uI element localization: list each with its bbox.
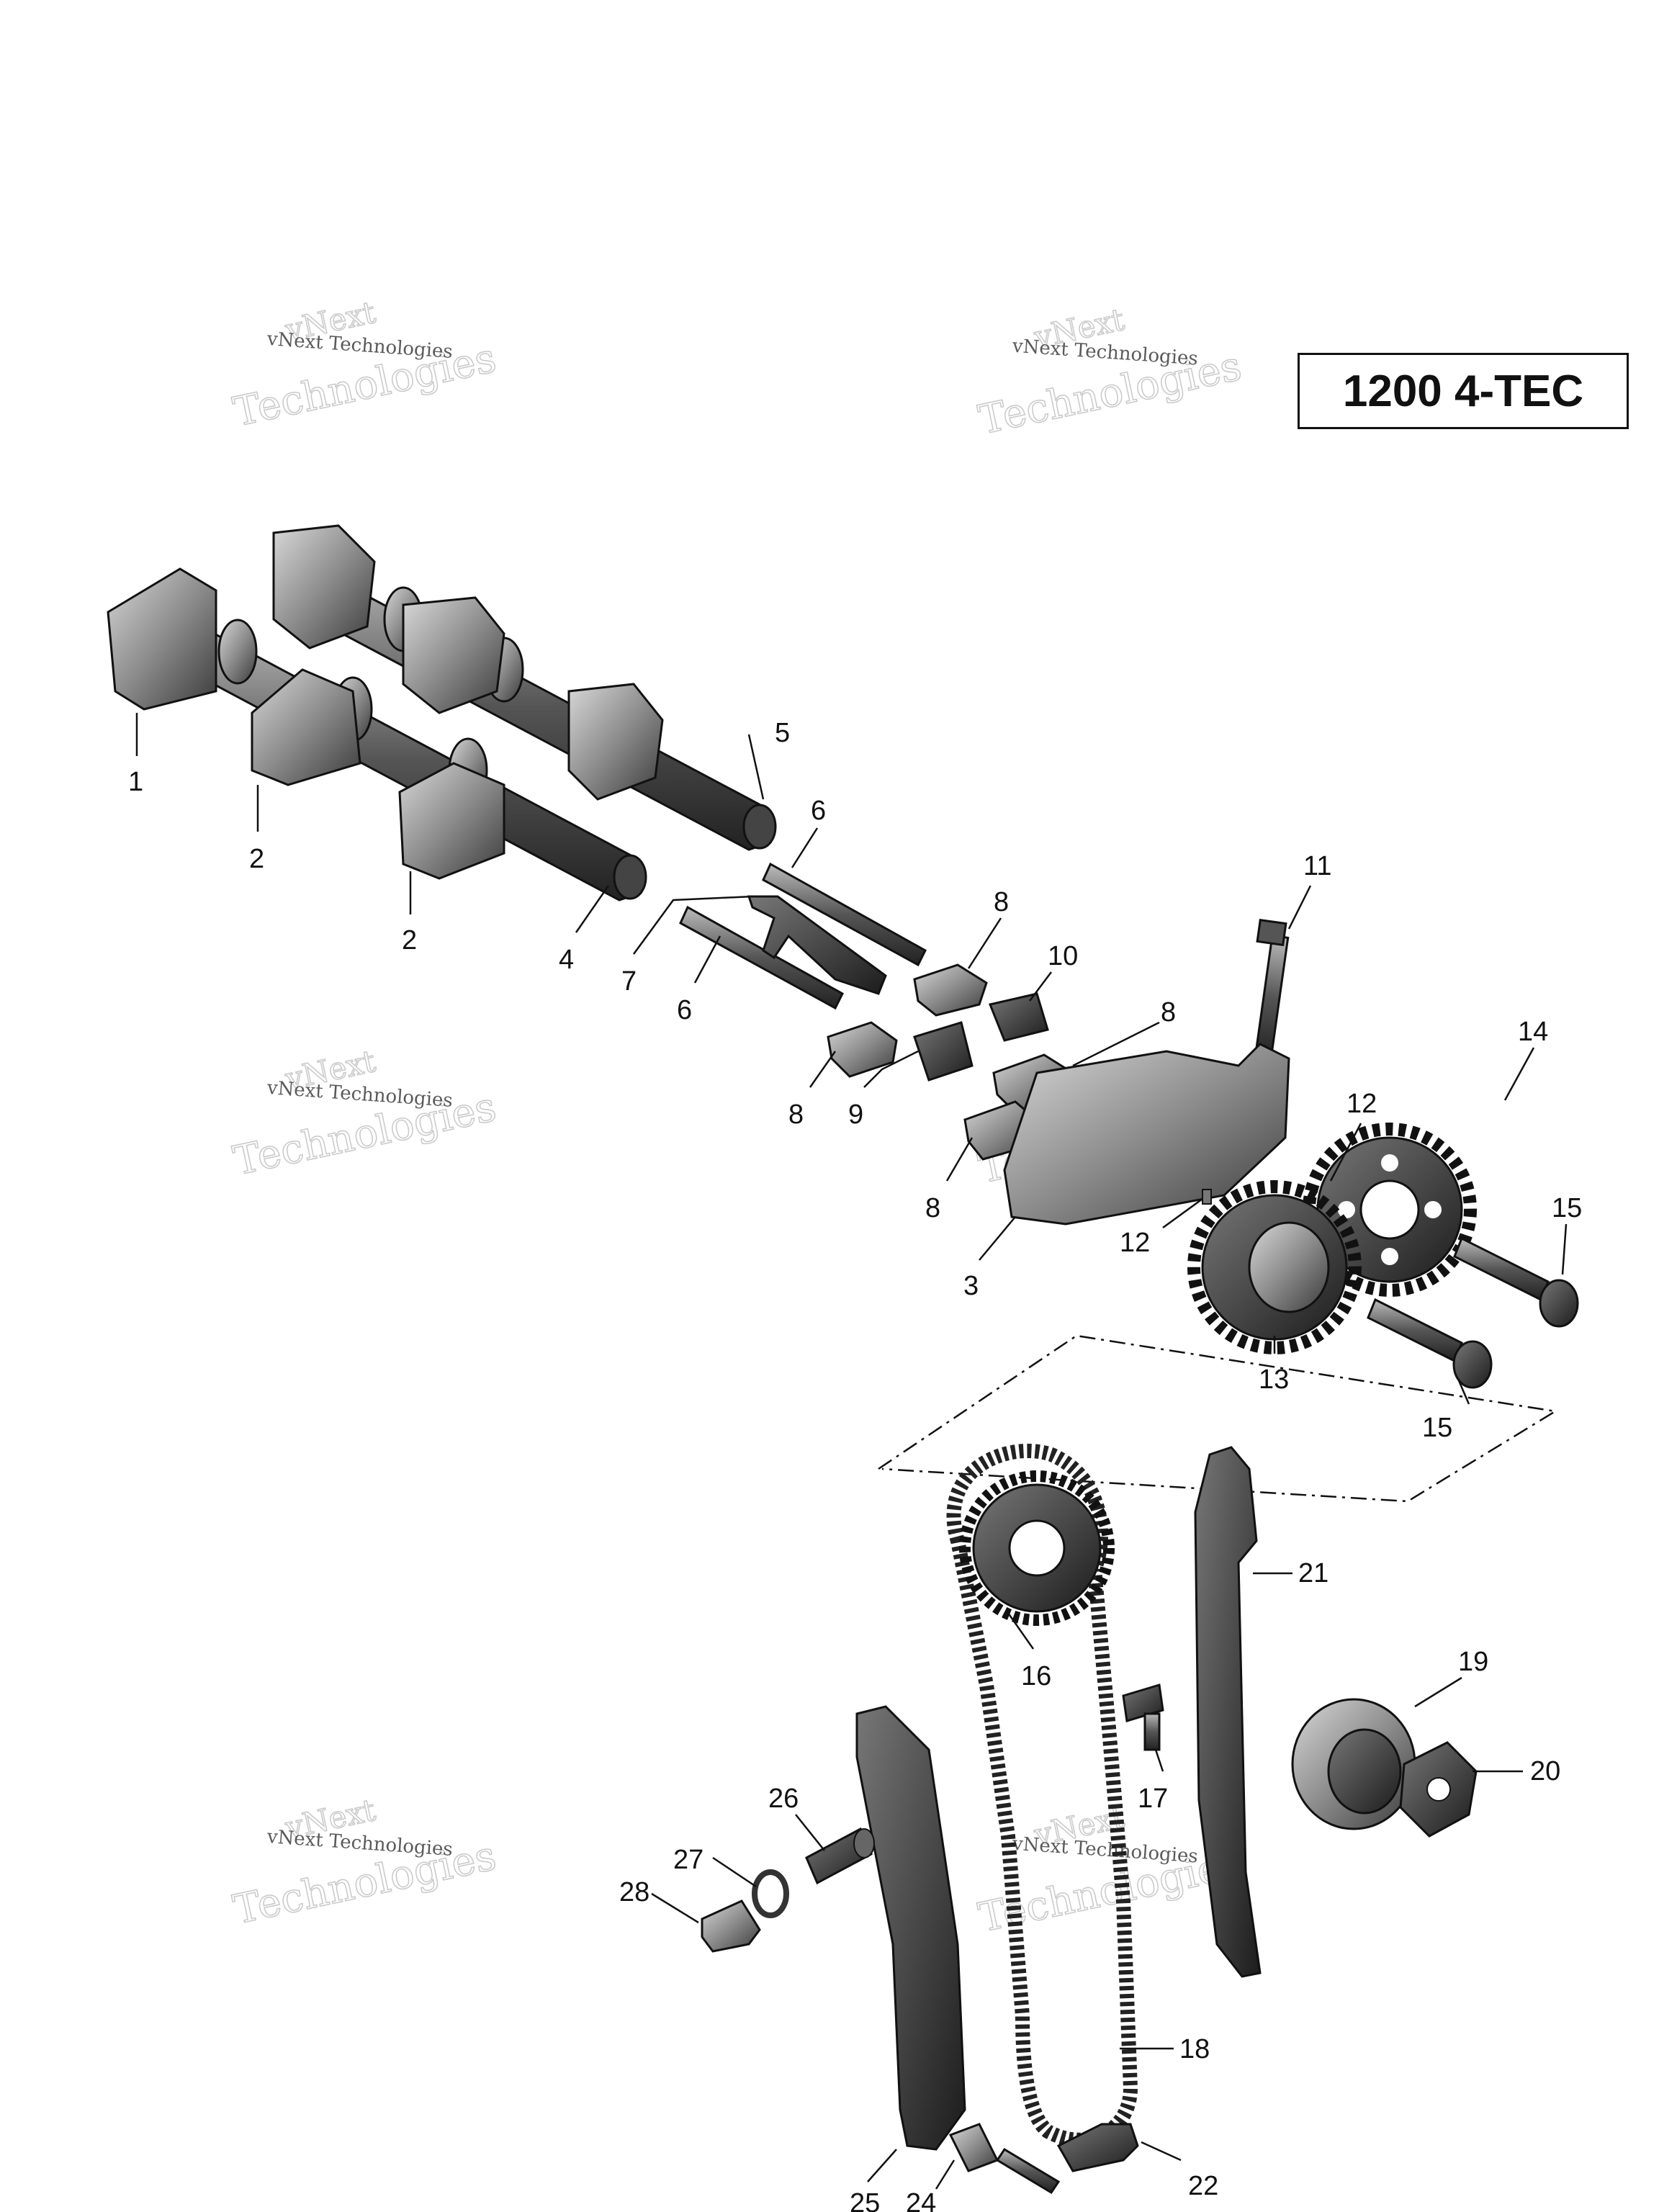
- callout-12: 12: [1346, 1089, 1377, 1119]
- cam-bearing-cap-part-2b: [398, 683, 664, 880]
- bolt-part-23: [995, 2147, 1061, 2195]
- watermark-5: vNext Technologies vNext Technologies: [229, 1791, 501, 1934]
- rocker-shaft-part-6b: [679, 905, 844, 1010]
- callout-8: 8: [994, 887, 1009, 917]
- camshaft-assembly: [107, 524, 777, 902]
- callout-6: 6: [811, 796, 826, 826]
- watermark-company: vNext Technologies: [266, 1077, 454, 1112]
- callout-2: 2: [402, 925, 417, 956]
- bolt-part-11: [1254, 918, 1290, 1061]
- leader-lines: [135, 713, 1568, 2190]
- cam-bearing-cap-part-1: [107, 524, 376, 711]
- chain-guide-part-21: [1194, 1446, 1262, 1978]
- dowel-pin-part-12b: [1202, 1189, 1212, 1205]
- washer-part-20: [1399, 1741, 1478, 1838]
- callout-19: 19: [1458, 1647, 1488, 1677]
- callout-3: 3: [963, 1271, 979, 1301]
- tensioner-ring-part-19: [1291, 1698, 1416, 1830]
- callout-8: 8: [925, 1193, 940, 1223]
- watermark-1: vNext Technologies vNext Technologies: [229, 294, 501, 436]
- guide-bolt-part-17: [1122, 1683, 1164, 1751]
- callout-17: 17: [1138, 1784, 1168, 1814]
- watermark-company: vNext Technologies: [266, 328, 454, 363]
- callout-8: 8: [1161, 997, 1176, 1028]
- callout-5: 5: [775, 718, 790, 748]
- rocker-arm-part-8a: [913, 963, 988, 1017]
- callout-14: 14: [1518, 1017, 1548, 1047]
- callout-16: 16: [1021, 1661, 1051, 1691]
- watermark-2: vNext Technologies vNext Technologies: [974, 301, 1246, 444]
- cam-bearing-cap-part-2a: [251, 596, 505, 786]
- callout-28: 28: [619, 1877, 649, 1907]
- callout-27: 27: [673, 1845, 703, 1875]
- chain-sprocket-part-16: [959, 1470, 1115, 1626]
- camshaft-gear-part-13: [1187, 1180, 1362, 1354]
- model-label-box: 1200 4-TEC: [1298, 353, 1629, 429]
- rocker-shaft-part-6a: [762, 862, 927, 967]
- callout-1: 1: [128, 767, 143, 797]
- gear-bolt-part-15a: [1453, 1236, 1579, 1328]
- callout-9: 9: [848, 1100, 863, 1130]
- callout-18: 18: [1179, 2034, 1210, 2064]
- callout-6: 6: [677, 995, 692, 1025]
- callout-4: 4: [559, 945, 574, 975]
- callout-15: 15: [1422, 1413, 1452, 1443]
- decompressor-lever-part-7: [747, 895, 887, 995]
- chain-guide-shoe-part-22: [1056, 2123, 1139, 2172]
- callout-26: 26: [768, 1784, 799, 1814]
- callout-11: 11: [1303, 851, 1331, 881]
- spring-part-9: [913, 1021, 974, 1082]
- callout-13: 13: [1259, 1364, 1289, 1395]
- callout-12: 12: [1120, 1228, 1150, 1258]
- callout-24: 24: [906, 2188, 936, 2212]
- callout-7: 7: [621, 966, 637, 997]
- timing-chain-part-18: [946, 1444, 1138, 2147]
- tensioner-plunger-part-26: [805, 1827, 875, 1885]
- callout-labels: 1 2 2 3 4 5 6 6 7 8 8 8 8 9 10 11 12 12 …: [128, 718, 1582, 2212]
- callout-2: 2: [249, 844, 264, 874]
- o-ring-part-27: [752, 1869, 789, 1918]
- model-label: 1200 4-TEC: [1342, 366, 1584, 416]
- callout-10: 10: [1048, 941, 1078, 971]
- watermark-3: vNext Technologies vNext Technologies: [229, 1043, 501, 1185]
- spring-part-10: [988, 992, 1049, 1042]
- callout-20: 20: [1530, 1756, 1560, 1786]
- sleeve-part-24: [948, 2123, 999, 2172]
- plug-part-28: [701, 1899, 761, 1953]
- watermark-company: vNext Technologies: [266, 1826, 454, 1861]
- cylinder-head-cover-part-3: [1003, 1043, 1290, 1226]
- callout-15: 15: [1552, 1193, 1582, 1223]
- rocker-arm-part-8b: [827, 1021, 898, 1078]
- callout-8: 8: [788, 1100, 804, 1130]
- gear-bolt-part-15b: [1367, 1298, 1493, 1389]
- callout-21: 21: [1298, 1558, 1328, 1588]
- tensioner-guide-part-25: [855, 1705, 966, 2151]
- callout-22: 22: [1188, 2171, 1218, 2201]
- callout-25: 25: [850, 2188, 880, 2212]
